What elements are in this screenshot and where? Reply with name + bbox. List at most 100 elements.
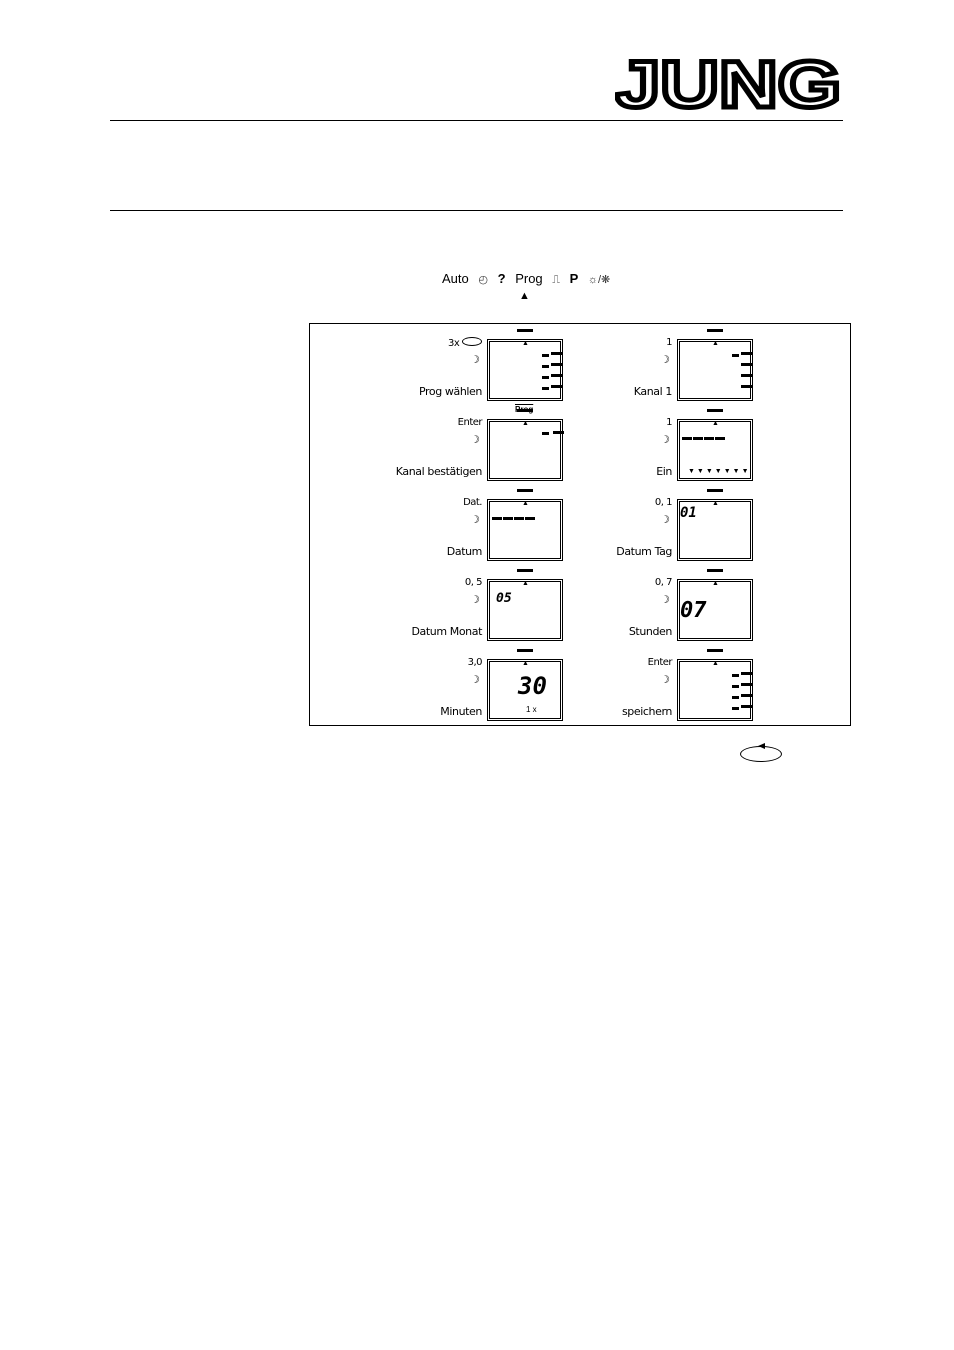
mode-marker-icon: ▲ bbox=[712, 340, 719, 347]
mode-marker-icon: ▲ bbox=[522, 660, 529, 667]
lcd-display: ▲▬▬▬▬▼▼▼▼▼▼▼ bbox=[677, 419, 753, 481]
moon-icon: ☽ bbox=[470, 674, 480, 686]
lcd-display: ▲ bbox=[677, 659, 753, 721]
svg-text:JUNG: JUNG bbox=[615, 55, 841, 113]
moon-icon: ☽ bbox=[470, 514, 480, 526]
moon-icon: ☽ bbox=[660, 354, 670, 366]
indicator-bar bbox=[517, 409, 533, 412]
indicator-bar bbox=[707, 409, 723, 412]
button-count-label: 3,0 bbox=[467, 657, 483, 668]
clock-icon: ◴ bbox=[478, 274, 488, 286]
channel-output bbox=[741, 694, 752, 697]
channel-output bbox=[551, 352, 562, 355]
channel-output bbox=[741, 683, 752, 686]
moon-icon: ☽ bbox=[470, 434, 480, 446]
lcd-display: ▲ bbox=[487, 419, 564, 481]
mode-marker-icon: ▲ bbox=[522, 340, 529, 347]
lcd-display: ▲ bbox=[487, 339, 563, 401]
lcd-display: ▲07 bbox=[677, 579, 753, 641]
indicator-bar bbox=[707, 569, 723, 572]
indicator-bar bbox=[707, 649, 723, 652]
channel-tick bbox=[732, 696, 739, 699]
step-caption: Datum bbox=[446, 545, 483, 558]
step-panel: 0, 5 ☽ Datum Monat ▲ 05 bbox=[310, 564, 563, 644]
indicator-bar bbox=[707, 489, 723, 492]
lcd-display: ▲ 05 bbox=[487, 579, 563, 641]
step-caption: Minuten bbox=[440, 705, 482, 718]
lcd-digits: 01 bbox=[680, 505, 697, 521]
pulse-icon: ⎍ bbox=[552, 274, 560, 286]
channel-output bbox=[551, 363, 562, 366]
button-count-label: Enter bbox=[457, 417, 483, 428]
mode-marker-icon: ▲ bbox=[712, 580, 719, 587]
rotate-knob-icon bbox=[740, 743, 782, 762]
mode-marker-icon: ▲ bbox=[712, 660, 719, 667]
button-count-label: Enter bbox=[647, 657, 673, 668]
mode-auto: Auto bbox=[442, 271, 469, 286]
step-panel: 1 ☽ Ein ▲▬▬▬▬▼▼▼▼▼▼▼ bbox=[500, 404, 753, 484]
channel-output bbox=[741, 705, 752, 708]
channel-tick bbox=[732, 685, 739, 688]
step-panel: Dat.☽Datum▲▬▬▬▬ bbox=[310, 484, 563, 564]
indicator-bar bbox=[517, 489, 533, 492]
prog-label: Prog bbox=[515, 405, 534, 414]
moon-icon: ☽ bbox=[470, 354, 480, 366]
channel-output bbox=[551, 374, 562, 377]
channel-output bbox=[741, 385, 752, 388]
jung-logo: JUNG bbox=[615, 55, 843, 113]
moon-icon: ☽ bbox=[470, 594, 480, 606]
step-caption: Ein bbox=[656, 465, 672, 478]
mode-marker-icon: ▲ bbox=[712, 500, 719, 507]
selected-mode-arrow-icon: ▲ bbox=[519, 290, 530, 302]
moon-icon: ☽ bbox=[660, 514, 670, 526]
channel-tick bbox=[542, 354, 549, 357]
step-caption: Datum Monat bbox=[411, 625, 482, 638]
indicator-bar bbox=[517, 569, 533, 572]
step-panel: 3x ☽Prog wählen▲ bbox=[310, 324, 563, 404]
moon-icon: ☽ bbox=[660, 594, 670, 606]
rotate-icon bbox=[462, 337, 482, 346]
step-panel: 1 ☽ Kanal 1 ▲ bbox=[500, 324, 753, 404]
step-caption: Datum Tag bbox=[616, 545, 672, 558]
button-count-label: 0, 5 bbox=[464, 577, 483, 588]
channel-tick bbox=[542, 432, 549, 435]
channel-tick bbox=[732, 354, 739, 357]
step-panel: 0, 7☽Stunden▲07 bbox=[500, 564, 753, 644]
indicator-bar bbox=[517, 329, 533, 332]
step-panel: Enter☽speichern▲ bbox=[500, 644, 753, 724]
mode-prog: Prog bbox=[515, 271, 543, 286]
channel-tick bbox=[732, 674, 739, 677]
mode-marker-icon: ▲ bbox=[522, 580, 529, 587]
mode-marker-icon: ▲ bbox=[522, 500, 529, 507]
sun-snow-icon: ☼/❋ bbox=[587, 274, 611, 286]
channel-output bbox=[551, 385, 562, 388]
step-caption: Kanal 1 bbox=[633, 385, 673, 398]
indicator-bar bbox=[517, 649, 533, 652]
mode-marker-icon: ▲ bbox=[522, 420, 529, 427]
channel-tick bbox=[542, 387, 549, 390]
lcd-display: ▲ bbox=[677, 339, 753, 401]
divider-middle bbox=[110, 210, 843, 211]
button-count-label: 1 bbox=[666, 337, 672, 348]
weekday-markers-icon: ▼▼▼▼▼▼▼ bbox=[688, 468, 751, 475]
button-count-label: 0, 1 bbox=[654, 497, 673, 508]
indicator-bar bbox=[707, 329, 723, 332]
lcd-digits: 05 bbox=[496, 591, 512, 606]
step-caption: Stunden bbox=[628, 625, 673, 638]
channel-output bbox=[553, 431, 564, 434]
channel-tick bbox=[542, 376, 549, 379]
channel-output bbox=[741, 363, 752, 366]
mode-p: P bbox=[569, 271, 579, 286]
mode-marker-icon: ▲ bbox=[712, 420, 719, 427]
step-panel: 0, 1 ☽ Datum Tag ▲ 01 bbox=[500, 484, 753, 564]
button-count-label: 1 bbox=[666, 417, 672, 428]
lcd-display: ▲▬▬▬▬ bbox=[487, 499, 563, 561]
mode-query: ? bbox=[497, 271, 506, 286]
moon-icon: ☽ bbox=[660, 434, 670, 446]
channel-output bbox=[741, 352, 752, 355]
lcd-sub-label: 1 x bbox=[526, 705, 537, 714]
mode-selector-line: Auto ◴ ? Prog ⎍ P ☼/❋ bbox=[442, 271, 616, 287]
